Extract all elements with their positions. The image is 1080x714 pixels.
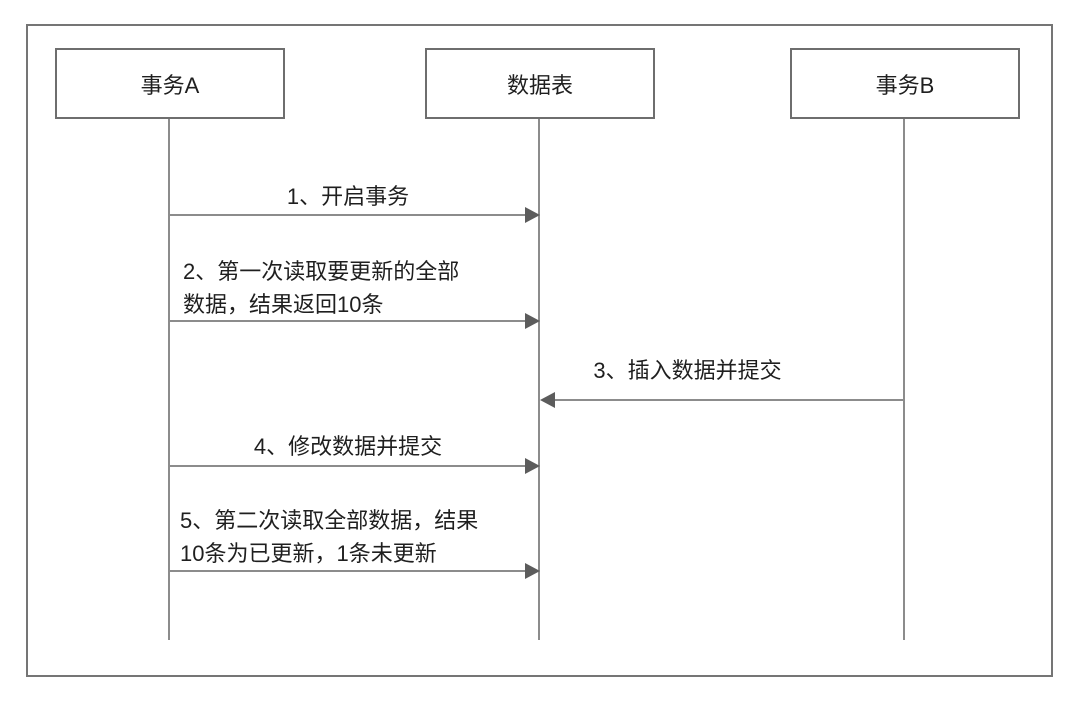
message-2-label-line-2: 数据，结果返回10条	[183, 292, 384, 317]
message-3-arrowhead-left-icon	[540, 392, 555, 408]
message-3-arrow-line	[554, 399, 905, 401]
message-5-label-line-2: 10条为已更新，1条未更新	[180, 541, 437, 566]
actor-box-transaction-b: 事务B	[790, 48, 1020, 119]
actor-box-data-table: 数据表	[425, 48, 655, 119]
message-3-label: 3、插入数据并提交	[593, 358, 782, 383]
message-1-label: 1、开启事务	[286, 184, 410, 209]
lifeline-transaction-b	[903, 119, 905, 640]
message-2-label-line-1: 2、第一次读取要更新的全部	[183, 259, 460, 284]
message-2-arrowhead-right-icon	[525, 313, 540, 329]
actor-label-data-table: 数据表	[506, 72, 573, 98]
actor-box-transaction-a: 事务A	[55, 48, 285, 119]
lifeline-data-table	[538, 119, 540, 640]
message-5-arrowhead-right-icon	[525, 563, 540, 579]
message-1-arrow-line	[170, 214, 526, 216]
actor-label-transaction-b: 事务B	[875, 72, 935, 98]
message-4-arrow-line	[170, 465, 526, 467]
message-5-label-line-1: 5、第二次读取全部数据，结果	[180, 508, 479, 533]
message-1-arrowhead-right-icon	[525, 207, 540, 223]
message-4-label: 4、修改数据并提交	[253, 434, 443, 459]
message-4-arrowhead-right-icon	[525, 458, 540, 474]
message-5-arrow-line	[170, 570, 526, 572]
message-5-label: 5、第二次读取全部数据，结果 10条为已更新，1条未更新	[180, 504, 478, 570]
lifeline-transaction-a	[168, 119, 170, 640]
message-2-label: 2、第一次读取要更新的全部 数据，结果返回10条	[183, 255, 459, 321]
message-2-arrow-line	[170, 320, 526, 322]
actor-label-transaction-a: 事务A	[140, 72, 200, 98]
